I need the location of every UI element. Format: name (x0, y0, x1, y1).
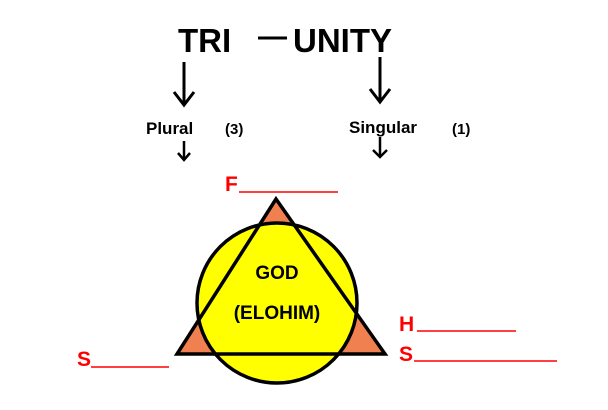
arrow-down-icon (368, 57, 392, 105)
elohim-label: (ELOHIM) (234, 303, 321, 324)
arrow-down-icon (177, 141, 191, 162)
trinity-triangle (173, 195, 389, 356)
arrow-down-icon (372, 137, 388, 159)
title-unity: UNITY (293, 22, 392, 59)
blank-father-letter: F (225, 173, 238, 196)
plural-label: Plural (146, 119, 193, 138)
blank-son-letter: S (77, 348, 91, 371)
god-label: GOD (255, 263, 298, 284)
singular-count: (1) (452, 121, 470, 138)
arrow-down-icon (172, 62, 196, 108)
plural-count: (3) (225, 121, 243, 138)
singular-label: Singular (349, 118, 417, 137)
blank-spirit-letter: S (399, 343, 413, 366)
blank-holy-letter: H (399, 313, 414, 336)
title-tri: TRI (178, 22, 231, 59)
